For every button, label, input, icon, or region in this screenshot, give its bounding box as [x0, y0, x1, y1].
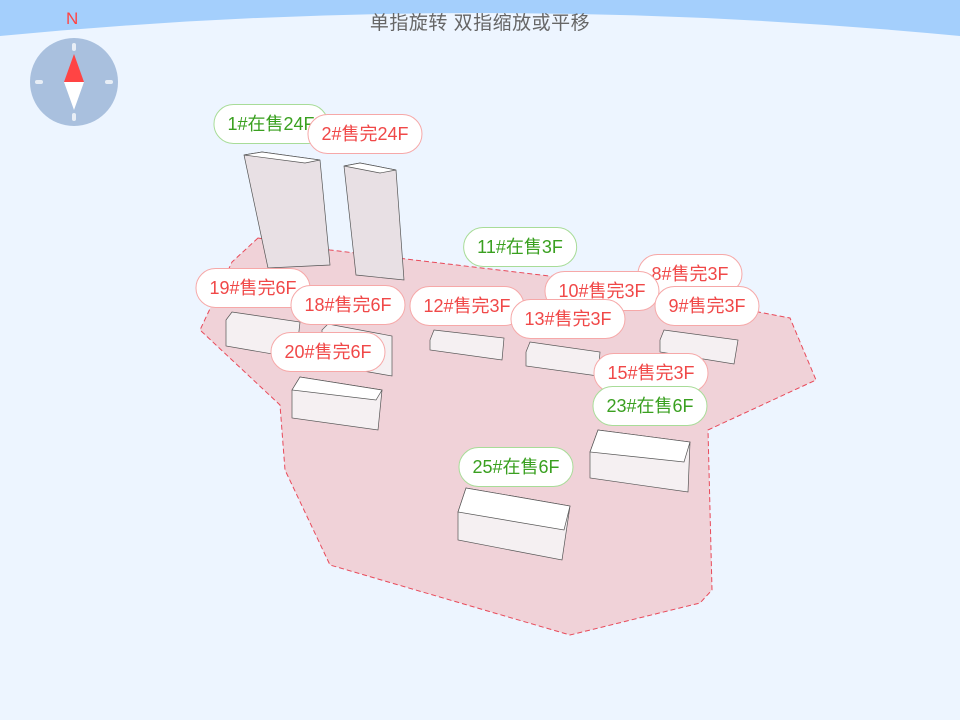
building-label-25[interactable]: 25#在售6F: [458, 447, 574, 487]
building-label-19[interactable]: 19#售完6F: [195, 268, 311, 308]
building-9: [659, 329, 739, 365]
building-label-9[interactable]: 9#售完3F: [654, 286, 760, 326]
north-label: N: [66, 9, 79, 28]
compass-button[interactable]: [30, 38, 118, 126]
building-label-20[interactable]: 20#售完6F: [270, 332, 386, 372]
building-23: [589, 429, 691, 493]
gesture-hint: 单指旋转 双指缩放或平移: [369, 13, 591, 34]
compass-needle-icon: [35, 43, 113, 121]
building-label-12[interactable]: 12#售完3F: [409, 286, 525, 326]
building-12: [429, 329, 505, 361]
building-label-11[interactable]: 11#在售3F: [463, 227, 577, 267]
building-1: [243, 151, 331, 269]
building-label-2[interactable]: 2#售完24F: [307, 114, 423, 154]
building-2: [343, 162, 405, 281]
building-label-18[interactable]: 18#售完6F: [290, 285, 406, 325]
sky-band: [0, 0, 960, 36]
building-label-23[interactable]: 23#在售6F: [592, 386, 708, 426]
building-25: [457, 487, 571, 561]
building-20: [291, 376, 383, 431]
building-label-13[interactable]: 13#售完3F: [510, 299, 626, 339]
